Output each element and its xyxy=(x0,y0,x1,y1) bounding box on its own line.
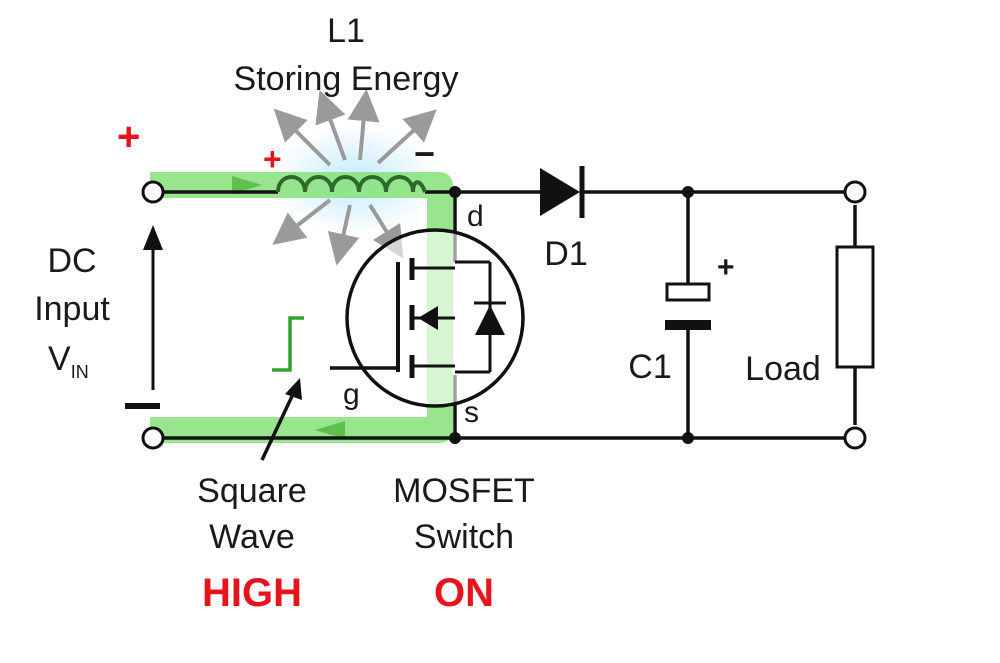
inductor-coil xyxy=(276,175,427,193)
square-wave-label-line2: Wave xyxy=(209,518,295,556)
diode-label: D1 xyxy=(544,235,587,273)
input-label-line2: Input xyxy=(34,290,110,328)
output-terminal-positive xyxy=(843,180,867,204)
input-label-line1: DC xyxy=(47,242,96,280)
gate-label: g xyxy=(343,378,360,411)
current-flow-arrows xyxy=(232,176,345,439)
mosfet-symbol xyxy=(330,228,525,408)
gate-pointer-arrow xyxy=(260,378,302,461)
input-terminal-negative xyxy=(141,426,165,450)
inductor-state-label: Storing Energy xyxy=(234,60,459,98)
load-label: Load xyxy=(745,350,821,388)
drain-label: d xyxy=(467,200,484,233)
square-wave-state: HIGH xyxy=(202,571,302,615)
input-terminal-positive xyxy=(141,180,165,204)
energy-arrows xyxy=(272,89,437,266)
mosfet-state: ON xyxy=(434,571,494,615)
load-resistor xyxy=(835,245,875,369)
inductor-name-label: L1 xyxy=(327,12,365,50)
inductor-minus-sign: − xyxy=(414,133,435,174)
capacitor-label: C1 xyxy=(628,348,671,386)
diode-symbol xyxy=(540,166,585,218)
capacitor-symbol xyxy=(665,282,711,330)
vin-arrow xyxy=(125,225,163,409)
output-terminal-negative xyxy=(843,426,867,450)
square-wave-label-line1: Square xyxy=(197,472,307,510)
inductor-plus-sign: + xyxy=(263,141,282,177)
terminals xyxy=(141,180,867,450)
capacitor-plus-sign: + xyxy=(717,251,735,284)
mosfet-label-line1: MOSFET xyxy=(393,472,535,510)
gate-square-wave xyxy=(272,316,304,372)
mosfet-label-line2: Switch xyxy=(414,518,514,556)
junction-dots xyxy=(449,186,694,444)
input-voltage-label: VIN xyxy=(48,340,89,382)
source-label: s xyxy=(464,396,479,429)
input-plus-sign: + xyxy=(117,115,140,159)
